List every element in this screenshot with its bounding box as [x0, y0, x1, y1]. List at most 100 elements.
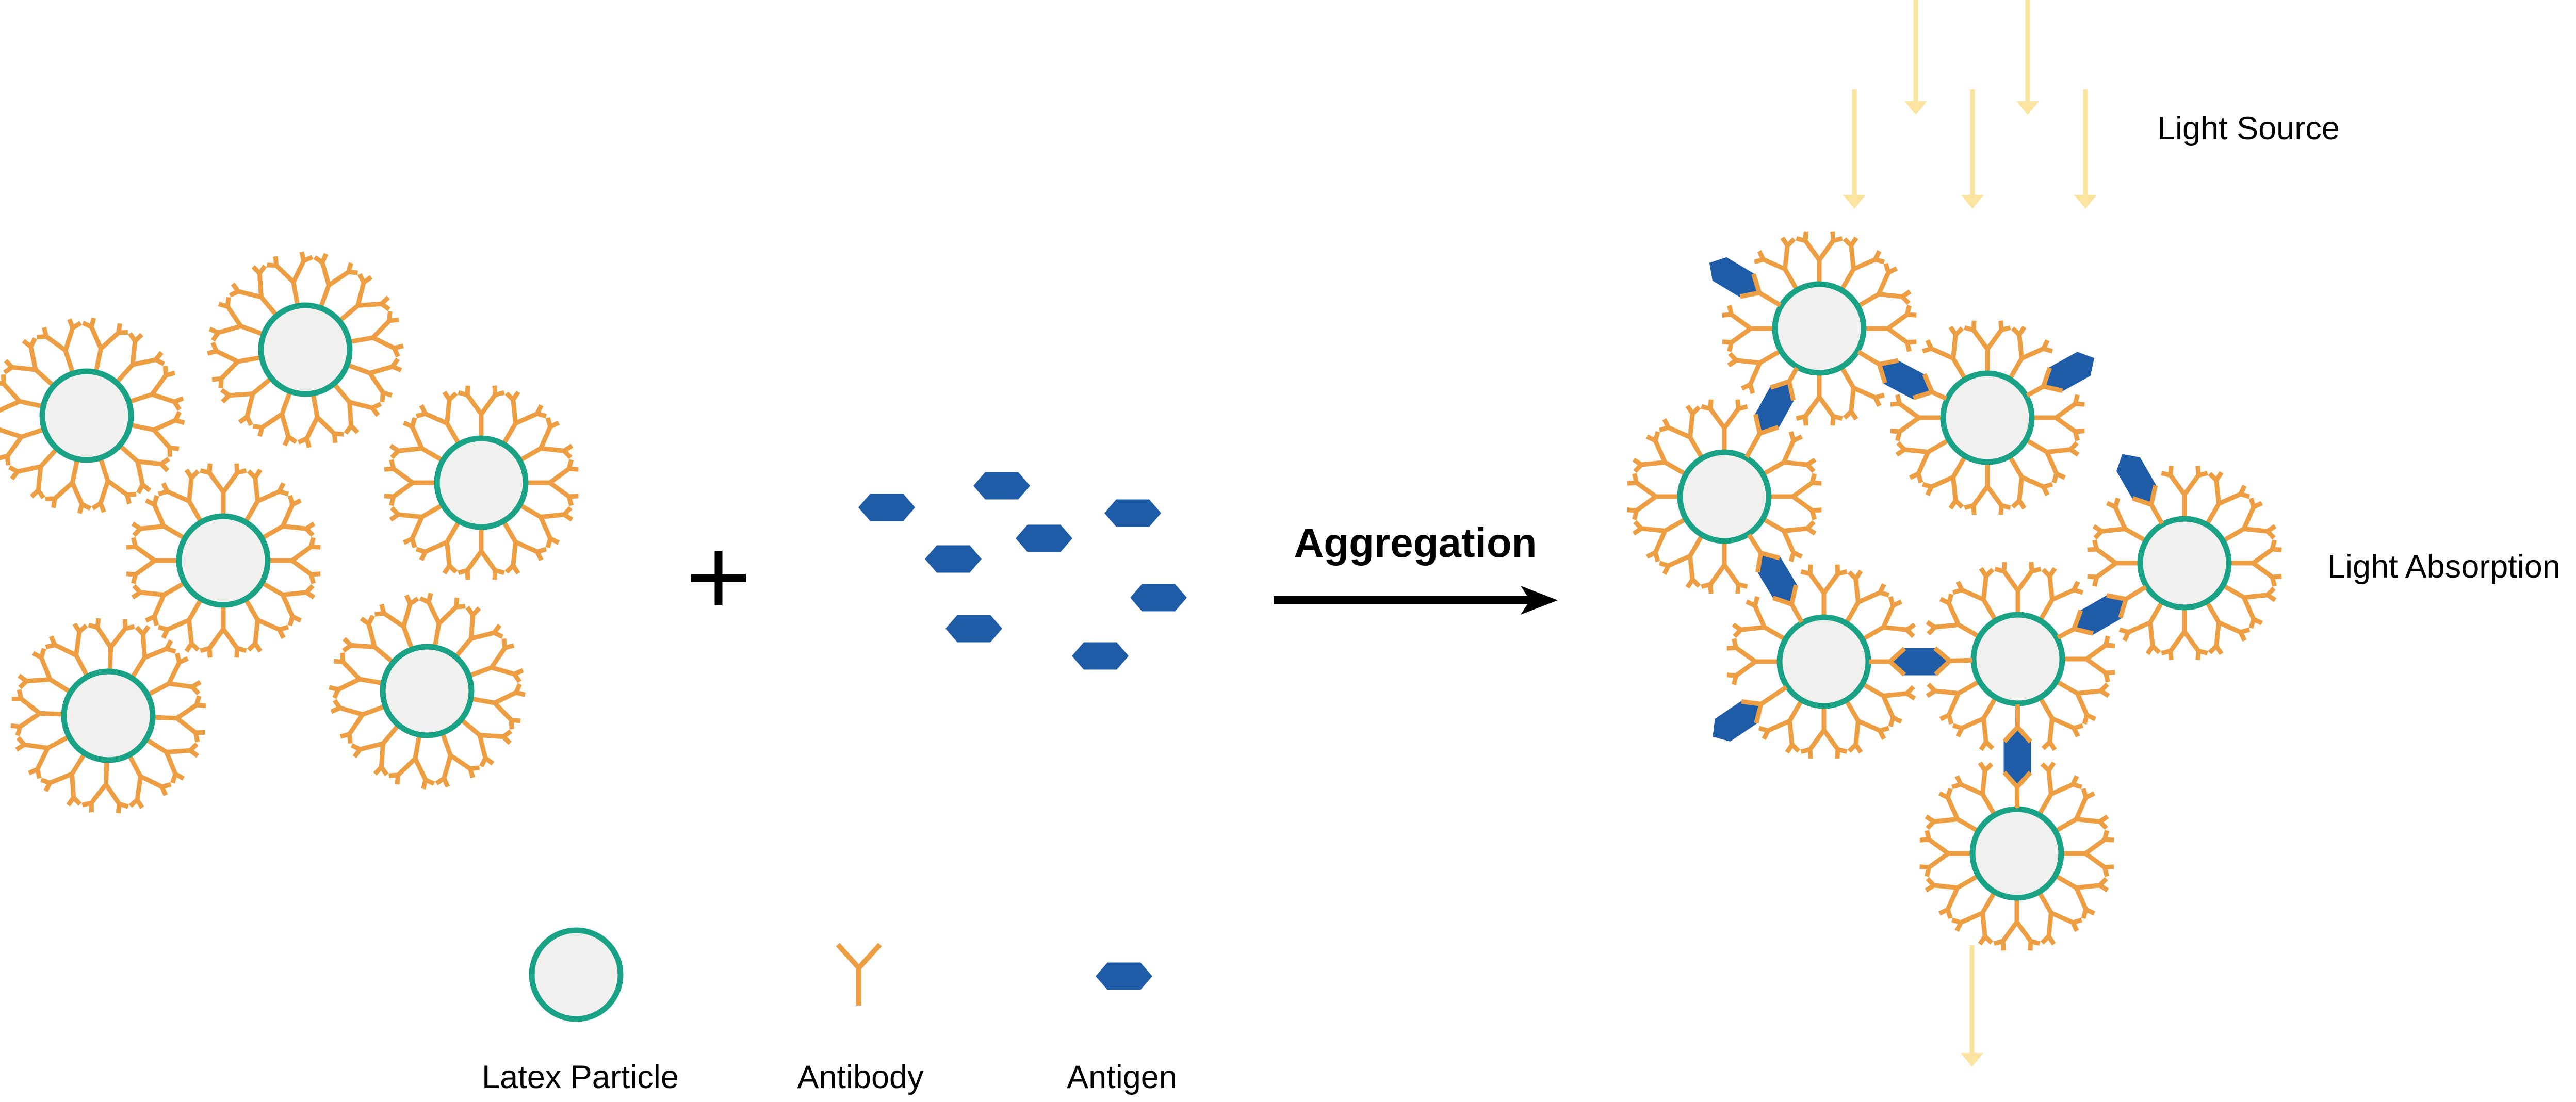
antibody-icon: [338, 273, 390, 322]
antibody-icon: [1732, 596, 1786, 641]
antibody-icon: [502, 520, 547, 575]
antigen-icon: [2003, 729, 2031, 785]
antibody-icon: [1857, 262, 1912, 308]
legend_antigen-label: Antigen: [1067, 1059, 1177, 1095]
antigen-icon: [858, 494, 915, 521]
antigen-icon: [1096, 962, 1152, 990]
antibody-icon: [147, 652, 202, 697]
binding-antibody-icon: [1933, 646, 1973, 676]
antibody-icon: [131, 495, 186, 540]
antibody-icon: [350, 724, 400, 776]
antibody-icon: [81, 761, 129, 814]
antigen-icon: [1754, 382, 1795, 433]
antibody-icon: [37, 318, 82, 373]
antibody-icon: [1919, 830, 1971, 877]
antibody-icon: [1926, 680, 1980, 725]
latex-particle-body: [1970, 612, 2065, 706]
latex-particle-body: [1776, 614, 1871, 709]
light-ray: [2016, 0, 2039, 115]
binding-antibody-icon: [2002, 704, 2032, 744]
antibody-icon: [1762, 517, 1817, 563]
antibody-icon: [389, 503, 444, 549]
binding-antibody-icon: [2026, 367, 2063, 398]
binding-antibody-icon: [1913, 373, 1948, 401]
antibody-icon: [229, 265, 278, 317]
antibody-icon: [1770, 473, 1822, 520]
binding-antibody-icon: [1739, 273, 1782, 307]
antibody-icon: [253, 391, 298, 447]
antibody-icon: [115, 332, 166, 384]
latex-particle: [1722, 231, 1917, 426]
antibody-icon: [1845, 569, 1890, 624]
light_absorption-label: Light Absorption: [2327, 549, 2561, 585]
binding-antibody-icon: [1869, 647, 1906, 677]
binding-antibody-icon: [1741, 685, 1788, 724]
antibody-icon: [2205, 471, 2251, 525]
antibody-icon: [130, 625, 176, 679]
binding-antibody-icon: [2132, 485, 2164, 525]
antibody-icon: [1727, 349, 1782, 394]
antibody-icon: [1951, 891, 1996, 946]
binding-sites-layer: [1739, 273, 2164, 809]
antigen-icon: [973, 472, 1030, 500]
latex-particle-body: [176, 513, 271, 608]
light-ray-arrowhead-icon: [1961, 1053, 1983, 1067]
antibody-icon: [469, 638, 524, 683]
antibody-icon: [119, 444, 171, 495]
antibody-icon: [388, 735, 435, 790]
antibody-icon: [1951, 761, 1996, 816]
legend_antibody-label: Antibody: [797, 1059, 924, 1095]
light-ray-arrowhead-icon: [2074, 195, 2097, 209]
antibody-icon: [1921, 325, 1967, 380]
antibody-icon: [261, 581, 316, 627]
light-ray: [1961, 945, 1983, 1067]
antibody-icon: [333, 383, 382, 435]
antibody-icon: [1895, 438, 1950, 484]
antibody-icon: [2092, 497, 2147, 542]
antibody-icon: [244, 598, 289, 653]
antibody-icon: [1796, 231, 1843, 283]
binding-antibody-icon: [2057, 610, 2094, 640]
antibody-icon: [2039, 567, 2084, 621]
antigen-icon: [1130, 584, 1187, 612]
antibody-icon: [45, 622, 89, 677]
antibody-icon: [1800, 707, 1848, 759]
antibody-icon: [2063, 635, 2115, 683]
antibody-icon: [2118, 601, 2164, 655]
antibody-icon: [519, 503, 574, 549]
antigen-icon: [925, 545, 982, 573]
antibody-icon: [2055, 874, 2109, 919]
antibody-icon: [2037, 891, 2083, 946]
latex-particle-body: [380, 644, 475, 738]
antibody-icon: [2039, 697, 2084, 751]
aggregation-arrow: [1274, 586, 1558, 615]
antibody-icon: [18, 648, 71, 694]
antibody-icon: [460, 718, 512, 768]
latex-particle-body: [434, 435, 529, 530]
latex-particle-body: [1677, 449, 1772, 544]
antibody-icon: [1964, 320, 2011, 372]
binding-antibody-icon: [1857, 350, 1899, 384]
antigen-icon: [1892, 648, 1948, 676]
antibody-icon: [1964, 463, 2011, 515]
antigen-icon: [2044, 352, 2095, 392]
antibody-icon: [415, 390, 461, 445]
antibody-icon: [0, 374, 43, 421]
light-ray-arrowhead-icon: [1961, 195, 1984, 209]
antibody-icon: [45, 459, 92, 514]
antibody-icon: [502, 390, 547, 445]
latex-particle: [126, 463, 321, 658]
binding-antibody-icon: [1772, 584, 1804, 623]
antibody-icon: [157, 598, 203, 653]
antibody-icon: [1753, 236, 1799, 291]
antibody-icon: [1762, 431, 1817, 476]
antibody-icon: [15, 735, 70, 779]
latex-particle-body: [1969, 806, 2064, 901]
antibody-icon: [2037, 761, 2083, 816]
aggregation-arrowhead-icon: [1521, 586, 1558, 615]
antibody-icon: [1840, 236, 1885, 291]
antibody-icon: [1726, 638, 1779, 685]
antibody-icon: [145, 737, 199, 784]
antibody-icon: [10, 689, 63, 736]
